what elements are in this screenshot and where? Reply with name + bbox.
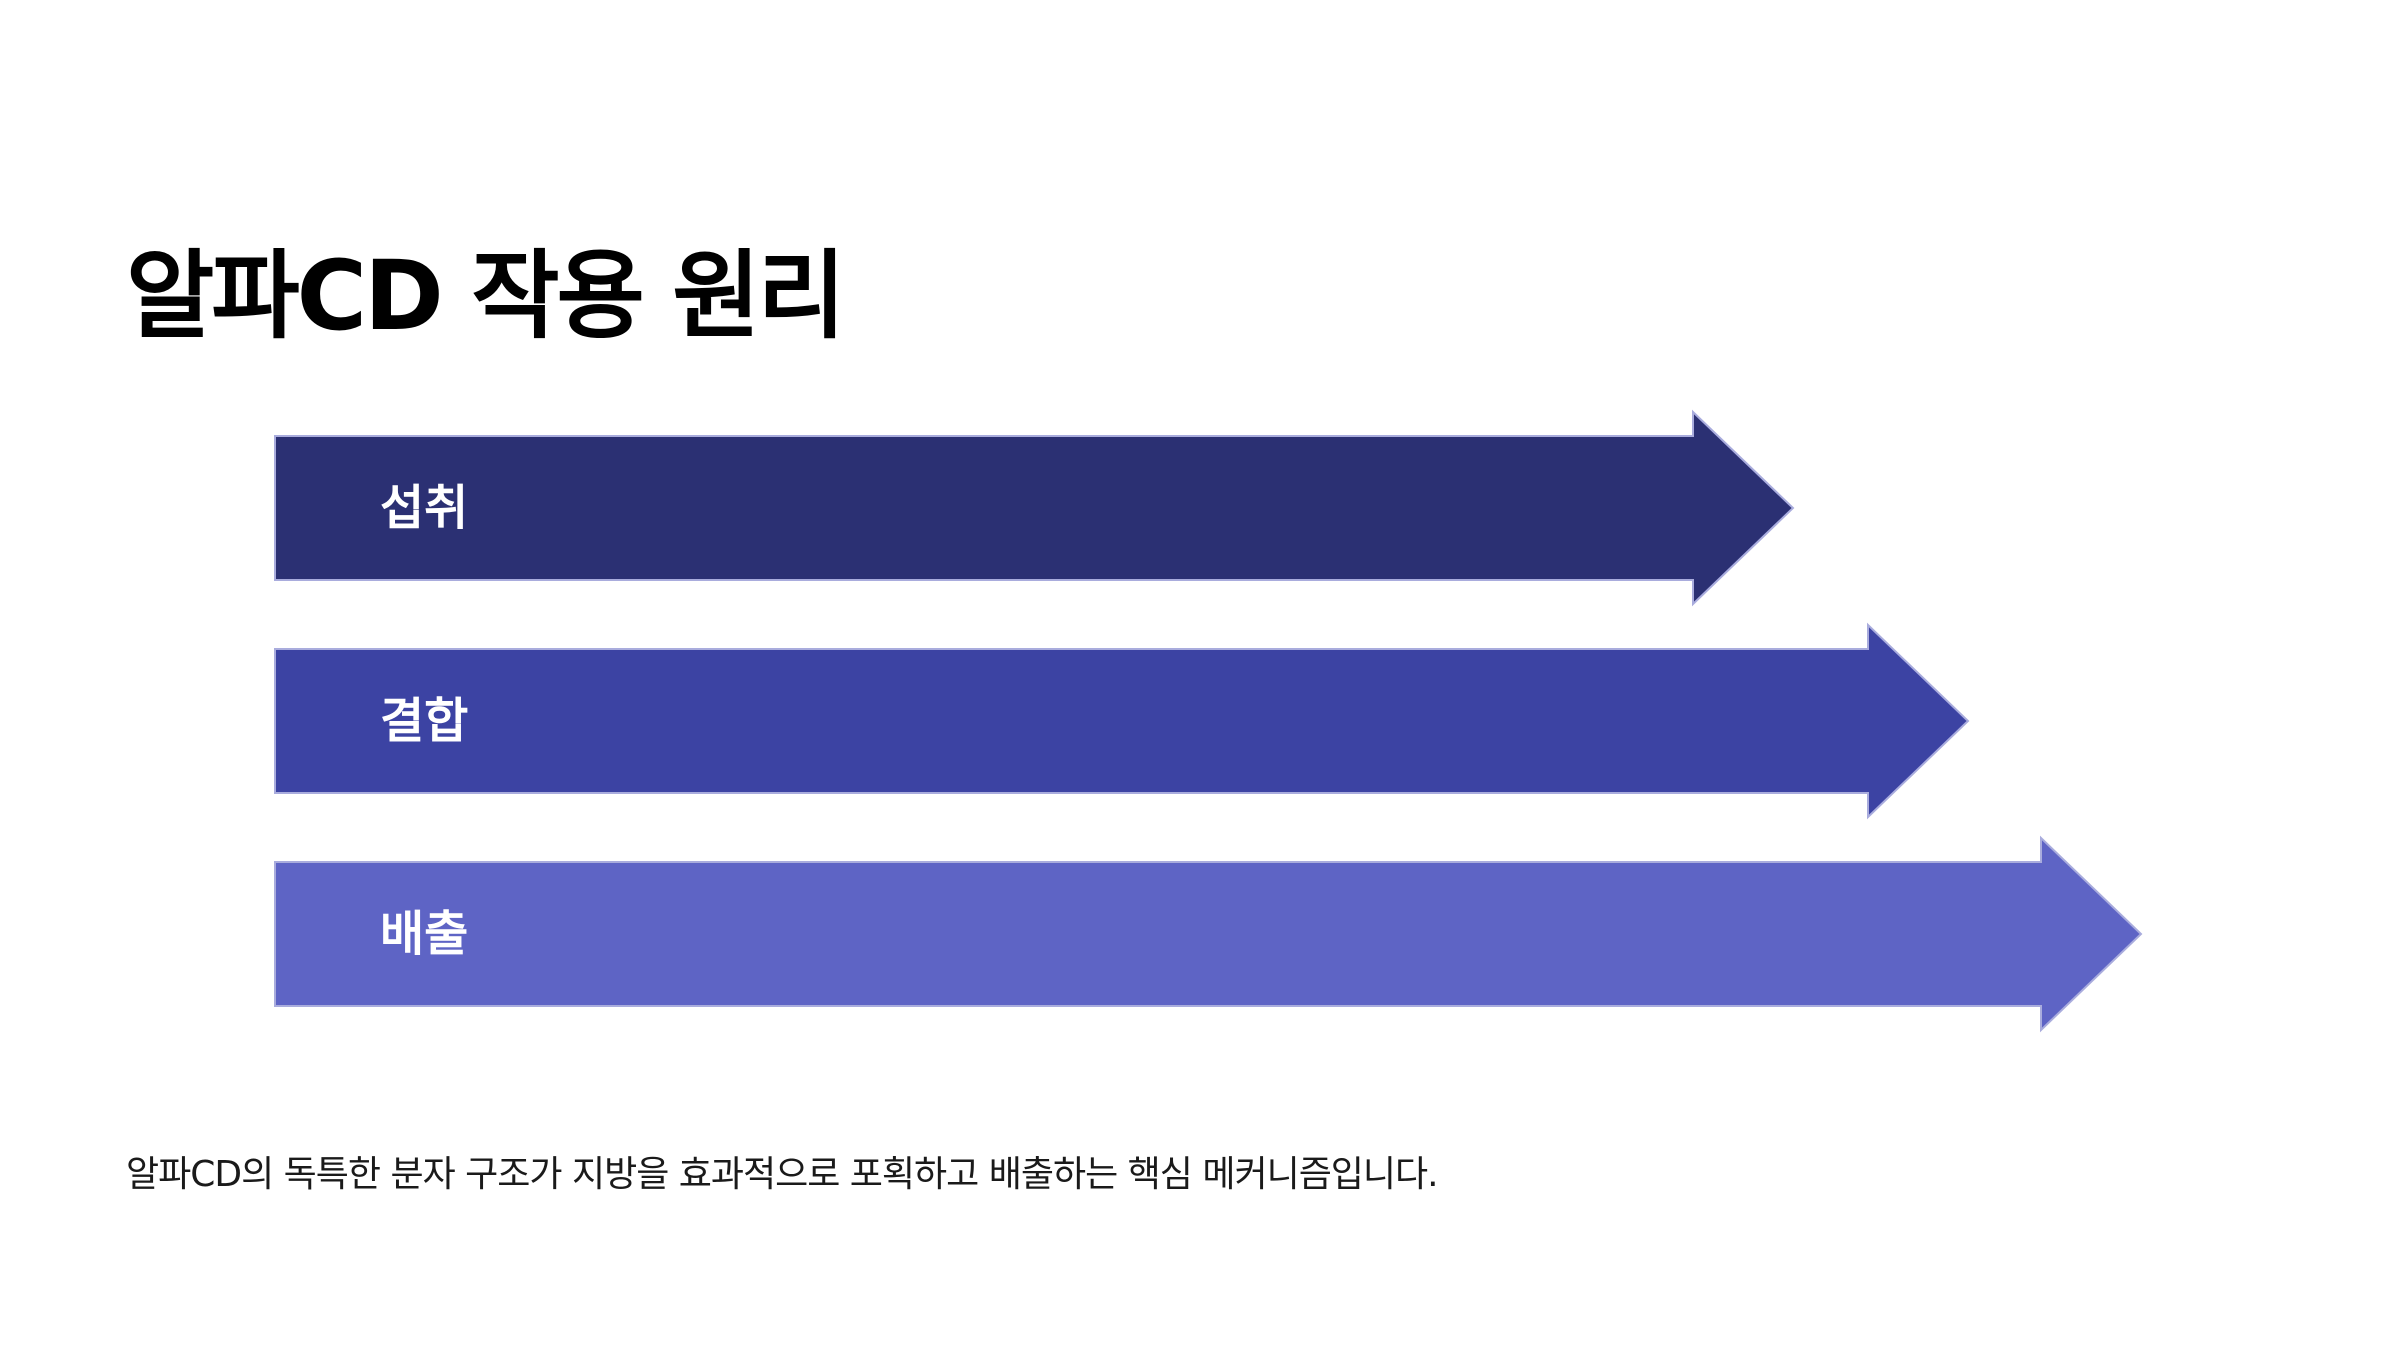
arrow-step-2-label: 결합: [380, 693, 468, 749]
arrow-step-2: 결합: [274, 622, 1970, 820]
arrow-step-3-label: 배출: [380, 906, 468, 962]
arrow-step-1: 섭취: [274, 409, 1795, 607]
slide-title: 알파CD 작용 원리: [126, 240, 846, 353]
arrow-step-2-shape: [274, 622, 1970, 820]
arrow-step-3: 배출: [274, 835, 2143, 1033]
arrow-step-1-label: 섭취: [380, 480, 468, 536]
slide-caption: 알파CD의 독특한 분자 구조가 지방을 효과적으로 포획하고 배출하는 핵심 …: [126, 1154, 1439, 1195]
arrow-step-3-shape: [274, 835, 2143, 1033]
arrow-step-1-shape: [274, 409, 1795, 607]
